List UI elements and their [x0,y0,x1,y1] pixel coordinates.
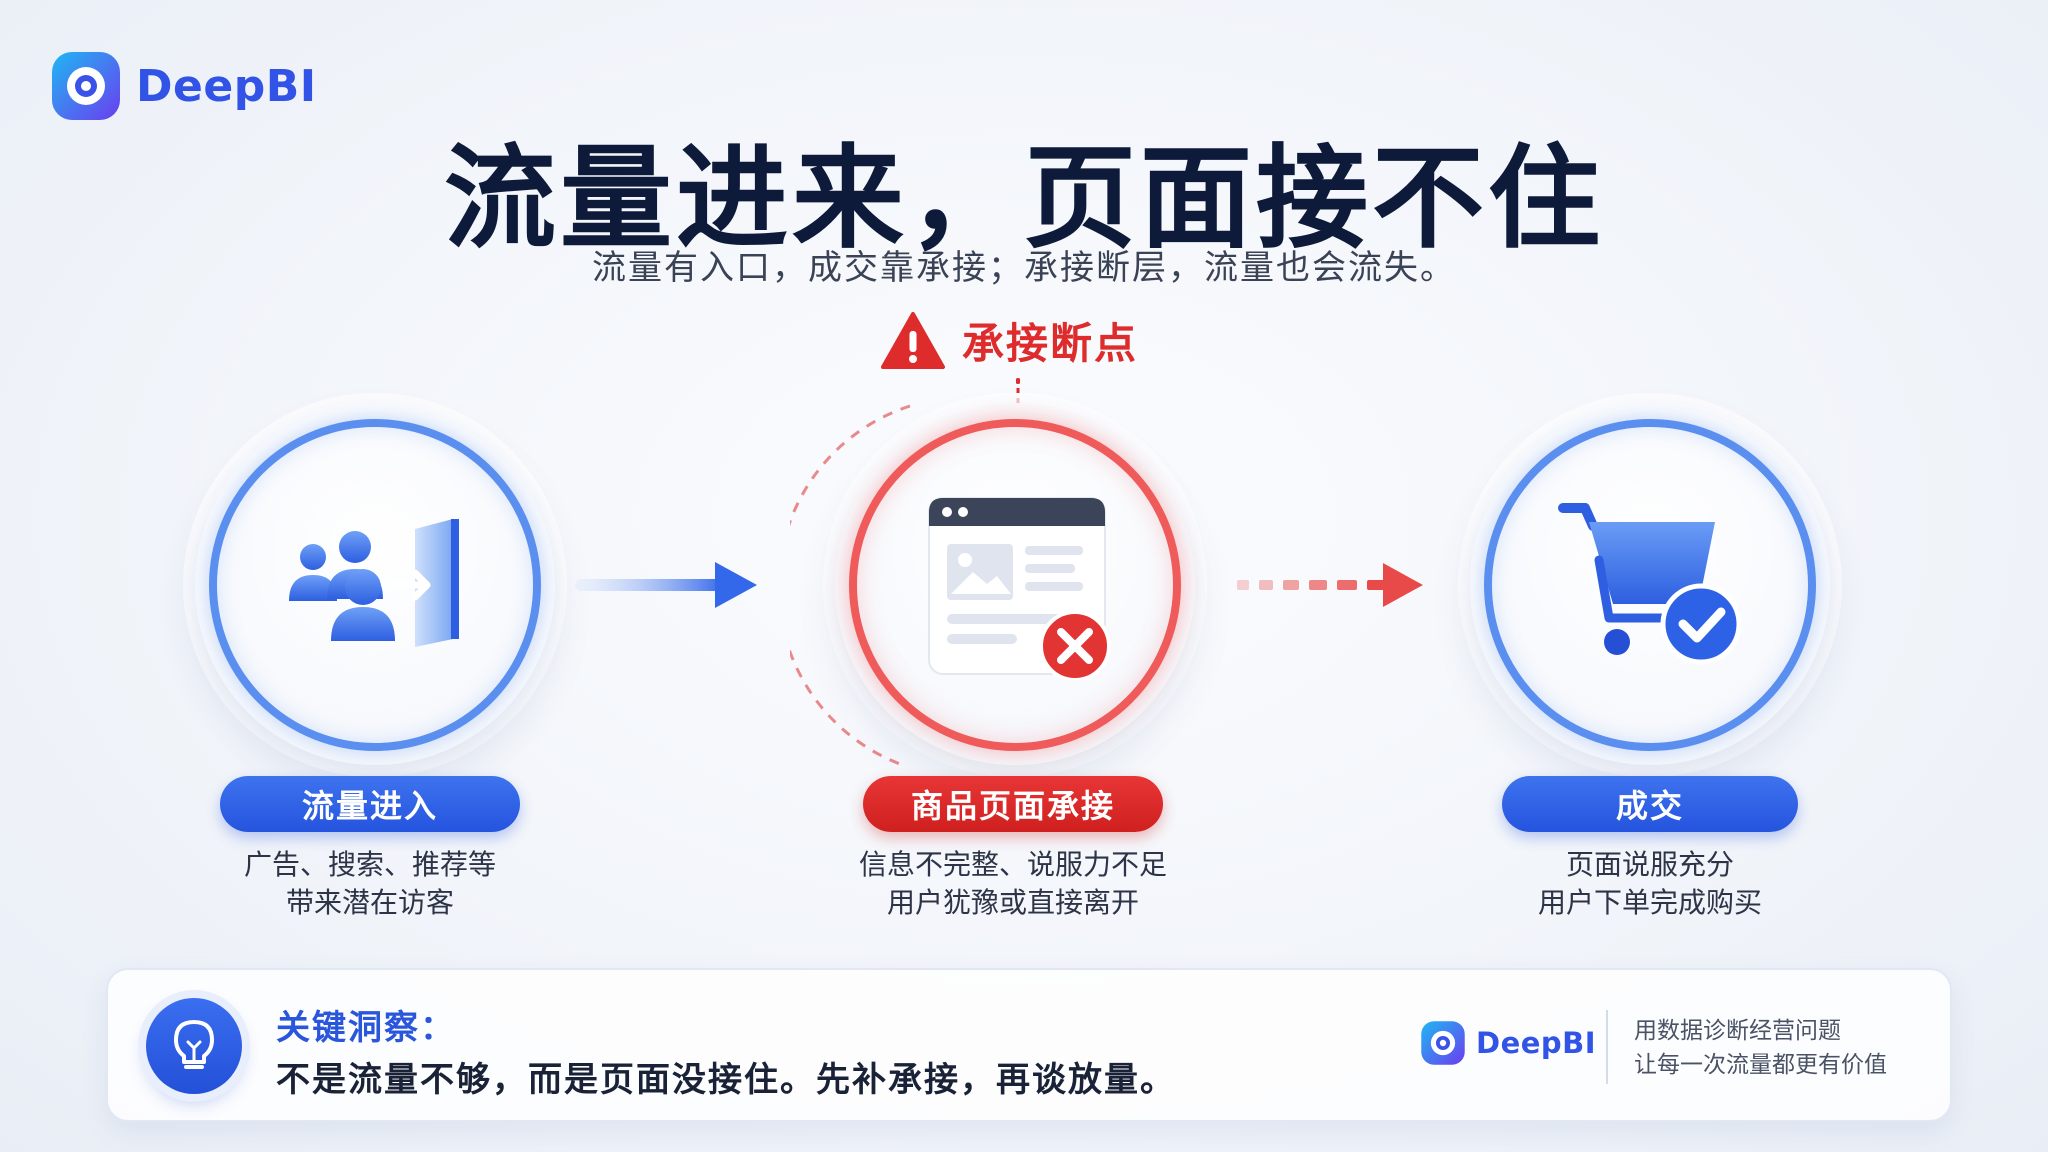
step-desc-page: 信息不完整、说服力不足 用户犹豫或直接离开 [793,846,1233,922]
page-subtitle: 流量有入口，成交靠承接；承接断层，流量也会流失。 [592,248,1456,288]
node-ring [1484,419,1816,751]
flow-arrow-dashed-icon [1237,563,1423,607]
desc-line: 页面说服充分 [1565,848,1734,881]
insight-label: 关键洞察： [276,1008,456,1048]
slogan-line: 用数据诊断经营问题 [1634,1018,1841,1044]
step-page-node [835,405,1195,765]
desc-line: 信息不完整、说服力不足 [858,848,1167,881]
page-title: 流量进来，页面接不住 [444,134,1604,264]
breakpoint-alert: 承接断点 [880,310,1138,371]
brand: DeepBI [50,50,317,122]
desc-line: 广告、搜索、推荐等 [243,848,496,881]
brand-name: DeepBI [136,60,317,112]
insight-brand: DeepBI [1420,1020,1596,1066]
step-deal-node [1470,405,1830,765]
insight-text: 不是流量不够，而是页面没接住。先补承接，再谈放量。 [276,1060,1176,1100]
step-desc-traffic: 广告、搜索、推荐等 带来潜在访客 [150,846,590,922]
brand-name: DeepBI [1476,1026,1597,1060]
deepbi-logo-icon [52,52,120,120]
insight-card: 关键洞察： 不是流量不够，而是页面没接住。先补承接，再谈放量。 DeepBI 用… [106,968,1952,1122]
divider [1606,1010,1608,1084]
step-traffic-node [195,405,555,765]
desc-line: 用户犹豫或直接离开 [886,886,1139,919]
step-desc-deal: 页面说服充分 用户下单完成购买 [1430,846,1870,922]
slogan-line: 让每一次流量都更有价值 [1634,1052,1887,1078]
step-label-page: 商品页面承接 [863,776,1163,832]
step-label-traffic: 流量进入 [220,776,520,832]
node-ring [209,419,541,751]
cart-check-icon [1558,503,1742,665]
step-label-deal: 成交 [1502,776,1798,832]
desc-line: 带来潜在访客 [285,886,454,919]
flow-arrow-solid-icon [575,562,757,608]
brand-slogan: 用数据诊断经营问题 让每一次流量都更有价值 [1634,1014,1887,1082]
lightbulb-icon [146,998,242,1094]
webpage-error-icon [928,497,1111,680]
desc-line: 用户下单完成购买 [1537,886,1762,919]
warning-triangle-icon [881,311,945,369]
deepbi-logo-icon [1421,1021,1465,1065]
users-enter-door-icon [289,519,459,647]
breakpoint-label: 承接断点 [962,319,1139,368]
node-ring [849,419,1181,751]
